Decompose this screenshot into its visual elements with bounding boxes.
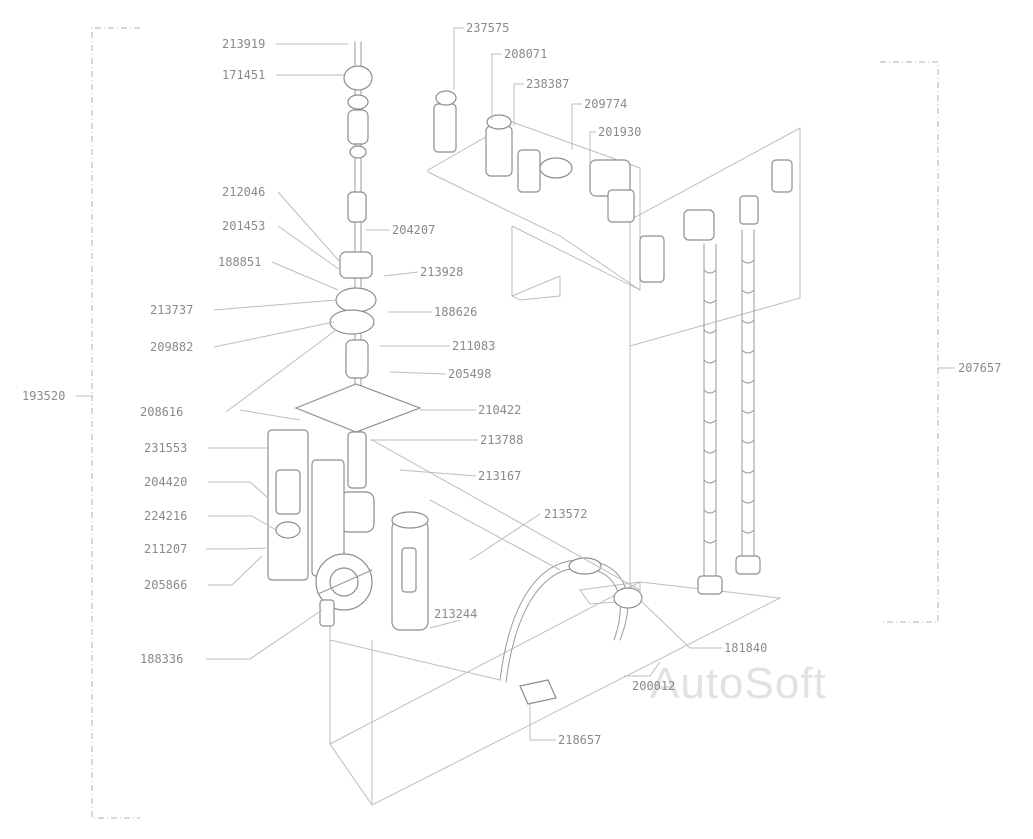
callout-label: 205498 (448, 367, 491, 381)
leader-lines (206, 27, 722, 741)
lower-cylinder (391, 511, 429, 631)
explosion-lines (239, 225, 641, 681)
callout-label: 237575 (466, 21, 509, 35)
callout-label: 188336 (140, 652, 183, 666)
callout-label: 171451 (222, 68, 265, 82)
callout-label: 188851 (218, 255, 261, 269)
callout-label: 213928 (420, 265, 463, 279)
callout-label: 213788 (480, 433, 523, 447)
arched-cable (499, 557, 643, 705)
callout-label: 188626 (434, 305, 477, 319)
callout-label: 193520 (22, 389, 65, 403)
autosoft-watermark: AutoSoft (650, 659, 827, 708)
callout-label: 213244 (434, 607, 477, 621)
callout-label: 213167 (478, 469, 521, 483)
callout-label: 205866 (144, 578, 187, 592)
upper-fixture (433, 90, 793, 283)
central-column (294, 41, 422, 533)
left-assembly-bracket (76, 27, 140, 819)
callout-label: 238387 (526, 77, 569, 91)
callout-label: 204420 (144, 475, 187, 489)
callout-label: 208616 (140, 405, 183, 419)
callout-label: 201453 (222, 219, 265, 233)
callout-label: 208071 (504, 47, 547, 61)
callout-label: 201930 (598, 125, 641, 139)
callout-label: 200012 (632, 679, 675, 693)
callout-label: 209774 (584, 97, 627, 111)
spring-rods (697, 229, 761, 595)
callout-label: 224216 (144, 509, 187, 523)
callout-label: 204207 (392, 223, 435, 237)
left-sub-assembly (267, 429, 345, 581)
callout-label: 231553 (144, 441, 187, 455)
callout-label: 211083 (452, 339, 495, 353)
callout-label: 181840 (724, 641, 767, 655)
callout-label: 213572 (544, 507, 587, 521)
callout-label: 218657 (558, 733, 601, 747)
callout-label: 212046 (222, 185, 265, 199)
callout-label: 207657 (958, 361, 1001, 375)
callout-labels: 213919 171451 237575 208071 238387 20977… (22, 21, 1001, 747)
callout-label: 209882 (150, 340, 193, 354)
callout-label: 213737 (150, 303, 193, 317)
callout-label: 210422 (478, 403, 521, 417)
right-assembly-bracket (880, 61, 955, 623)
pulley-wheel (315, 553, 373, 627)
callout-label: 211207 (144, 542, 187, 556)
callout-label: 213919 (222, 37, 265, 51)
